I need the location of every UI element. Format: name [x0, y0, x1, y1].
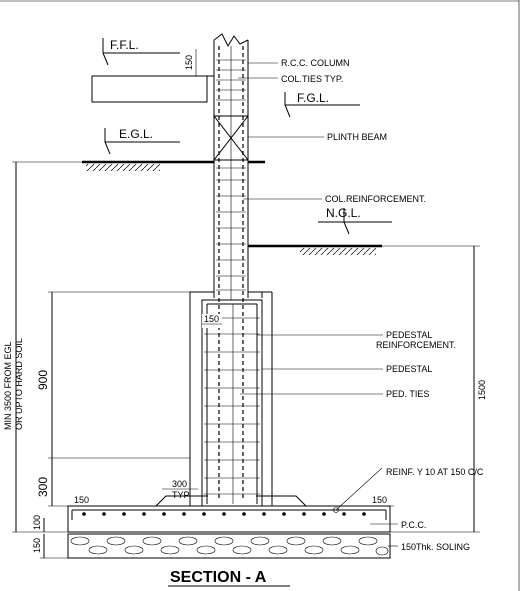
dim-150-top-text: 150	[184, 55, 194, 70]
callout-plinth-beam: PLINTH BEAM	[248, 132, 387, 142]
ffl-label: F.F.L.	[110, 38, 139, 52]
ped-ties-label: PED. TIES	[386, 389, 429, 399]
pedestal-reinf-line2: REINFORCEMENT.	[376, 340, 456, 350]
dim-150-soling-text: 150	[32, 538, 42, 553]
pedestal-reinf-line1: PEDESTAL	[386, 330, 432, 340]
dim-150-soling: 150	[32, 534, 68, 559]
dim-typ-text: TYP	[172, 490, 190, 500]
fgl-label: F.G.L.	[297, 91, 329, 105]
plinth-beam	[213, 115, 249, 161]
dim-150-left: 150	[70, 495, 96, 507]
egl-ground-line: E.G.L.	[82, 127, 265, 171]
pcc-label: P.C.C.	[401, 520, 426, 530]
min-depth-line1: MIN 3500 FROM EGL	[3, 341, 13, 430]
dim-300-typ-text: 300	[172, 479, 187, 489]
dim-min-depth: MIN 3500 FROM EGL OR UPTO HARD SOIL	[3, 161, 82, 533]
footing-bars	[82, 512, 366, 516]
callout-soling: 150Thk. SOLING	[388, 542, 470, 552]
dim-100: 100	[32, 515, 45, 532]
callout-ped-ties: PED. TIES	[240, 389, 429, 399]
plinth-beam-label: PLINTH BEAM	[327, 132, 387, 142]
section-title-text: SECTION - A	[170, 569, 267, 586]
rcc-column-label: R.C.C. COLUMN	[281, 58, 350, 68]
reinf-label: REINF. Y 10 AT 150 C/C	[386, 467, 484, 477]
fgl-level-marker: F.G.L.	[284, 91, 360, 118]
column-ties	[216, 59, 246, 291]
rcc-column	[213, 33, 249, 500]
callout-reinf: REINF. Y 10 AT 150 C/C	[333, 467, 484, 513]
dim-300-typ: 300 TYP	[162, 479, 198, 500]
callout-col-ties: COL.TIES TYP.	[238, 74, 343, 84]
dim-900: 900	[36, 291, 190, 459]
callout-rcc-column: R.C.C. COLUMN	[248, 58, 350, 68]
callout-pedestal: PEDESTAL	[262, 364, 432, 374]
pedestal-label: PEDESTAL	[386, 364, 432, 374]
soling	[67, 533, 391, 559]
callout-pcc: P.C.C.	[370, 520, 426, 530]
dim-150-ped: 150	[202, 314, 222, 328]
dim-300-text: 300	[36, 477, 50, 497]
dim-150-right-text: 150	[372, 495, 387, 505]
pedestal-ties	[204, 317, 260, 495]
soling-label: 150Thk. SOLING	[401, 542, 470, 552]
pedestal	[201, 299, 263, 507]
dim-100-text: 100	[32, 515, 42, 530]
dim-150-ped-text: 150	[204, 314, 219, 324]
col-reinforcement-label: COL.REINFORCEMENT.	[325, 194, 426, 204]
dim-300: 300	[36, 458, 68, 507]
dim-150-top: 150	[184, 49, 197, 76]
callout-col-reinforcement: COL.REINFORCEMENT.	[243, 194, 426, 204]
dim-900-text: 900	[36, 370, 50, 390]
footing	[67, 495, 391, 533]
min-depth-line2: OR UPTO HARD SOIL	[14, 338, 24, 430]
ngl-ground-line: N.G.L.	[248, 206, 392, 255]
dim-1500-text: 1500	[477, 380, 487, 400]
ngl-label: N.G.L.	[326, 206, 361, 220]
callout-pedestal-reinforcement: PEDESTAL REINFORCEMENT.	[257, 330, 456, 350]
dim-150-left-text: 150	[74, 495, 89, 505]
dim-150-right: 150	[368, 495, 394, 507]
egl-label: E.G.L.	[119, 127, 153, 141]
col-ties-label: COL.TIES TYP.	[281, 74, 343, 84]
ffl-level-marker: F.F.L.	[102, 38, 180, 66]
floor-slab	[91, 75, 214, 103]
dim-1500: 1500	[382, 245, 487, 533]
section-title: SECTION - A	[168, 569, 290, 587]
